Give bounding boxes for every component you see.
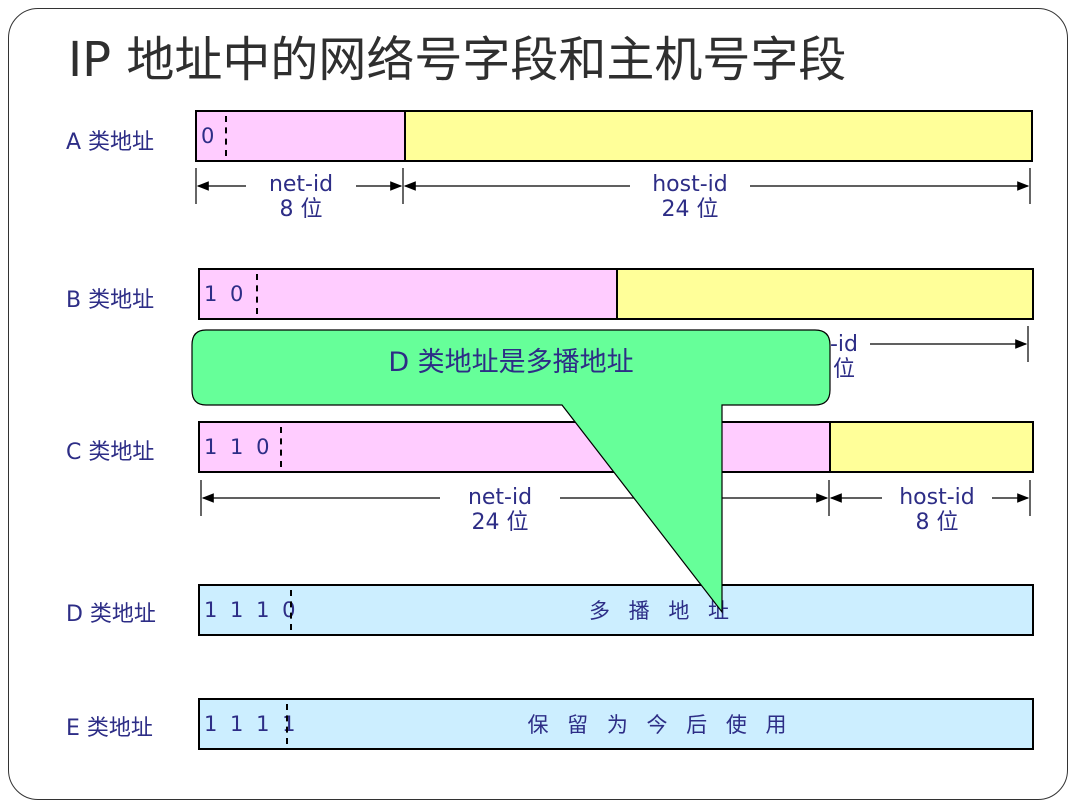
a-host-id-label: host-id 24 位 [630, 172, 750, 222]
row-label-a: A 类地址 [66, 130, 155, 155]
class-a-bar: 0 [195, 110, 1033, 162]
row-label-c: C 类地址 [66, 440, 155, 465]
bit-separator [256, 274, 258, 314]
reserved-text: 保 留 为 今 后 使 用 [527, 713, 793, 737]
slide-title: IP 地址中的网络号字段和主机号字段 [68, 32, 847, 88]
class-bits: 1 0 [204, 282, 247, 306]
host-id-field [616, 270, 1032, 318]
class-b-bar: 1 0 [198, 268, 1034, 320]
host-id-field [829, 423, 1032, 471]
row-label-d: D 类地址 [66, 602, 156, 627]
class-bits: 0 [201, 124, 218, 148]
c-net-id-label: net-id 24 位 [440, 485, 560, 535]
class-bits: 1 1 1 1 [204, 712, 299, 736]
host-id-field [404, 112, 1031, 160]
slide-frame [8, 8, 1068, 800]
class-e-bar: 1 1 1 1 保 留 为 今 后 使 用 [198, 698, 1034, 750]
bit-separator [225, 116, 227, 156]
callout-text: D 类地址是多播地址 [388, 347, 634, 378]
bit-separator [286, 704, 288, 744]
c-host-id-label: host-id 8 位 [882, 485, 992, 535]
row-label-b: B 类地址 [66, 288, 155, 313]
net-id-field [200, 270, 616, 318]
a-net-id-label: net-id 8 位 [246, 172, 356, 222]
net-id-field [197, 112, 404, 160]
row-label-e: E 类地址 [66, 716, 153, 741]
